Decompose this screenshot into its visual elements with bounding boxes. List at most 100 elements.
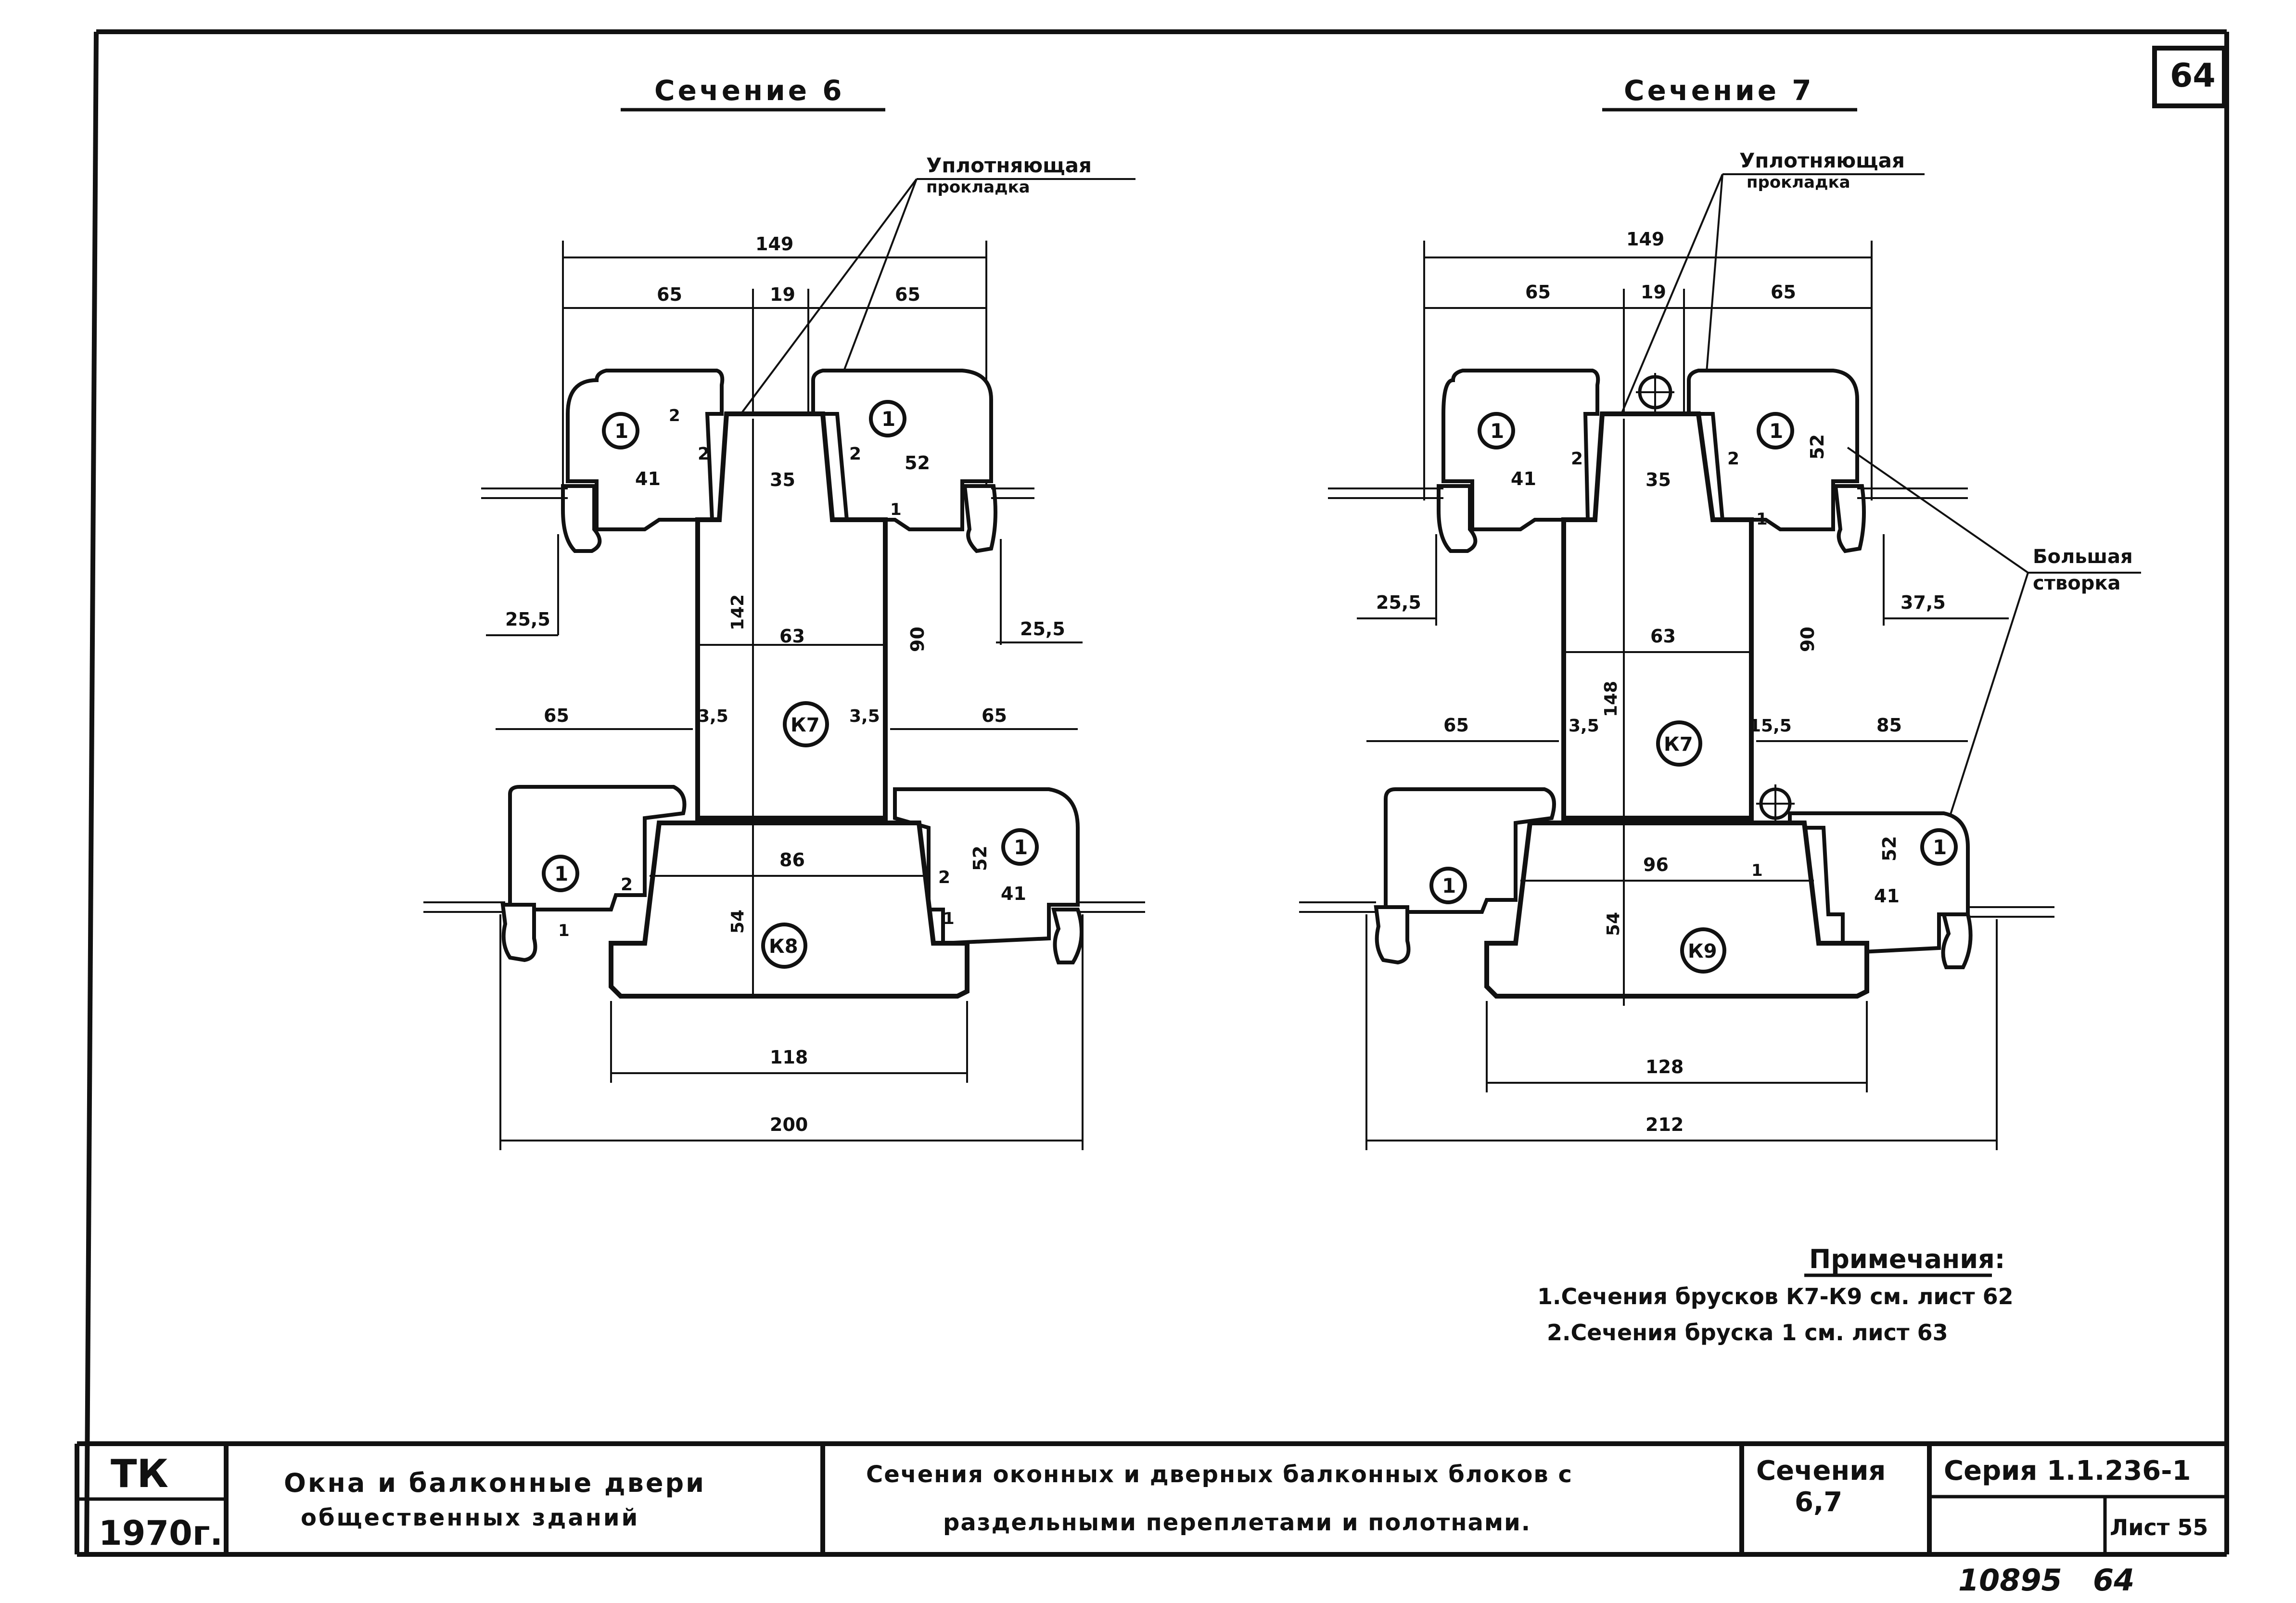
- s6-dim-25-5-left: 25,5: [505, 609, 550, 630]
- s7-dim-96: 96: [1643, 854, 1669, 875]
- s6-dim-52-right: 52: [905, 452, 930, 474]
- s6-dim-19: 19: [770, 284, 795, 305]
- s7-dim-52-right: 52: [1807, 434, 1828, 460]
- s7-core-k9: [1484, 821, 1869, 999]
- section6-seal-label-1: Уплотняющая: [926, 154, 1092, 177]
- s6-dim-35: 35: [770, 469, 795, 490]
- s6-dim-2-left: 2: [698, 444, 710, 464]
- handwritten-number-left: 10895: [1958, 1563, 2062, 1598]
- s7-dim-128: 128: [1645, 1056, 1684, 1077]
- s6-core-k8: [609, 821, 969, 999]
- s7-dim-212: 212: [1645, 1114, 1684, 1135]
- s6-dim-1-right: 1: [890, 500, 902, 519]
- s6-dim-2-right: 2: [849, 444, 861, 464]
- s7-core-k7: [1561, 411, 1754, 821]
- section7-seal-label-1: Уплотняющая: [1739, 149, 1905, 172]
- s7-dim-37-5-right: 37,5: [1901, 592, 1946, 613]
- section6-seal-label-2: прокладка: [926, 178, 1030, 197]
- s7-dim-1-right: 1: [1756, 510, 1768, 529]
- s6-dim-200: 200: [770, 1114, 808, 1135]
- s7-dim-90: 90: [1797, 627, 1818, 652]
- s6-dim-65-mid-left: 65: [544, 705, 569, 726]
- tb-section-numbers: 6,7: [1795, 1487, 1842, 1518]
- s7-dim-65-right: 65: [1771, 282, 1796, 303]
- tb-drawing-2: раздельными переплетами и полотнами.: [943, 1509, 1531, 1536]
- s6-dim-2-small: 2: [669, 406, 680, 425]
- s7-sash-top-right: [1687, 369, 1859, 531]
- section-7: Сечение 7 Уплотняющая прокладка 149 65 1…: [1299, 74, 2141, 1150]
- s7-dim-85-right: 85: [1876, 715, 1902, 736]
- section7-seal-label-2: прокладка: [1747, 173, 1850, 192]
- notes-line-1: 1.Сечения брусков К7-К9 см. лист 62: [1537, 1283, 2014, 1309]
- s7-sash-bottom-left: [1384, 787, 1556, 914]
- s6-part-1-b: 1: [881, 407, 895, 431]
- s6-dim-25-5-right: 25,5: [1020, 618, 1065, 640]
- s7-dim-54: 54: [1604, 912, 1623, 936]
- s7-dim-63: 63: [1650, 626, 1676, 647]
- s6-dim-86: 86: [779, 849, 805, 871]
- tb-org: ТК: [111, 1451, 168, 1496]
- s6-dim-65-mid-right: 65: [982, 705, 1007, 726]
- s7-dim-1-lower: 1: [1751, 861, 1763, 880]
- tb-series: Серия 1.1.236-1: [1944, 1455, 2191, 1487]
- s6-part-1-d: 1: [1014, 835, 1028, 859]
- s6-sash-top-right: [811, 369, 993, 531]
- s7-big-sash-1: Большая: [2033, 546, 2133, 568]
- s6-sash-top-left: [566, 369, 725, 531]
- s7-part-1-d: 1: [1933, 835, 1947, 859]
- tb-section-label: Сечения: [1756, 1455, 1886, 1487]
- s7-dim-149: 149: [1626, 229, 1664, 250]
- tb-year: 1970г.: [99, 1513, 223, 1553]
- sheet-corner-number: 64: [2170, 57, 2216, 95]
- s7-dim-2-left: 2: [1571, 449, 1583, 469]
- s6-dim-41-lower: 41: [1001, 883, 1026, 904]
- s6-dim-142: 142: [728, 594, 748, 630]
- title-block: ТК 1970г. Окна и балконные двери обществ…: [75, 1441, 2227, 1554]
- s7-part-1-a: 1: [1490, 419, 1504, 443]
- s6-sash-bottom-right: [893, 787, 1080, 946]
- section6-title: Сечение 6: [654, 74, 845, 107]
- s6-dim-65-left: 65: [657, 284, 682, 305]
- s6-dim-149: 149: [755, 233, 793, 255]
- s6-core-k7: [695, 411, 888, 821]
- s6-dim-2-lower-left: 2: [621, 875, 633, 895]
- s7-core-k9-label: К9: [1688, 940, 1717, 962]
- s7-sash-top-left: [1441, 369, 1600, 531]
- s7-part-1-b: 1: [1769, 419, 1783, 443]
- s7-core-k7-label: К7: [1664, 733, 1693, 756]
- section7-title: Сечение 7: [1624, 74, 1814, 107]
- s6-part-1-a: 1: [614, 419, 628, 443]
- notes: Примечания: 1.Сечения брусков К7-К9 см. …: [1537, 1244, 2014, 1346]
- s7-dim-65-left: 65: [1525, 282, 1551, 303]
- notes-heading: Примечания:: [1809, 1244, 2005, 1274]
- s7-dim-25-5-left: 25,5: [1376, 592, 1421, 613]
- s7-dim-19: 19: [1641, 282, 1666, 303]
- tb-sheet: Лист 55: [2110, 1514, 2208, 1540]
- s7-dim-65-mid-left: 65: [1443, 715, 1469, 736]
- tb-project-1: Окна и балконные двери: [284, 1468, 706, 1498]
- s6-dim-2-lower-right: 2: [938, 868, 950, 887]
- s6-dim-41-left: 41: [635, 468, 661, 489]
- s6-dim-1-lower: 1: [943, 909, 955, 928]
- s7-dim-35: 35: [1645, 469, 1671, 490]
- s6-dim-118: 118: [770, 1047, 808, 1068]
- s7-dim-3-5-left: 3,5: [1569, 716, 1599, 736]
- s6-dim-65-right: 65: [895, 284, 920, 305]
- s6-dim-3-5-right: 3,5: [849, 706, 880, 726]
- s7-dim-41-lower: 41: [1874, 885, 1900, 907]
- s7-dim-15-5-right: 15,5: [1749, 716, 1792, 736]
- notes-line-2: 2.Сечения бруска 1 см. лист 63: [1547, 1320, 1948, 1346]
- s6-dim-3-5-left: 3,5: [698, 706, 728, 726]
- s6-part-1-c: 1: [554, 862, 568, 885]
- s7-part-1-c: 1: [1442, 874, 1456, 898]
- s6-dim-63: 63: [779, 626, 805, 647]
- section-6: Сечение 6 Уплотняющая прокладка 149 65 1…: [423, 74, 1145, 1150]
- s7-dim-148: 148: [1601, 681, 1621, 717]
- s6-core-k8-label: К8: [769, 936, 798, 958]
- s6-dim-90: 90: [907, 627, 928, 652]
- handwritten-number-right: 64: [2093, 1563, 2134, 1598]
- tb-project-2: общественных зданий: [301, 1504, 639, 1531]
- s7-dim-52-lower: 52: [1879, 836, 1900, 861]
- s6-core-k7-label: К7: [791, 714, 820, 736]
